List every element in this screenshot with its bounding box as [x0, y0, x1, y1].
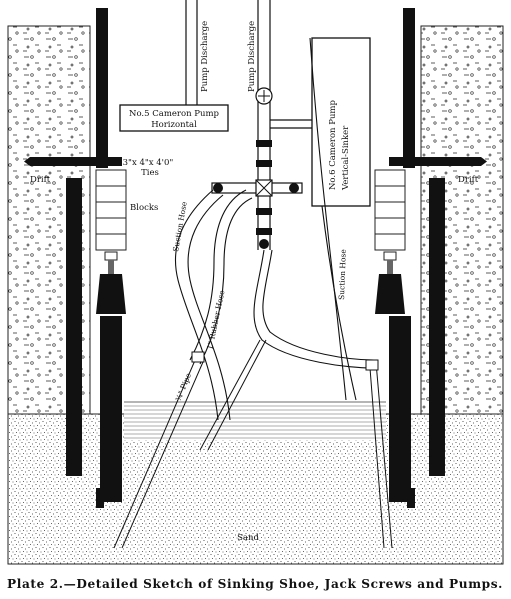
left-tie-beam [24, 157, 122, 166]
label-no5-line1: No.5 Cameron Pump [129, 109, 219, 119]
plate-caption: Plate 2.—Detailed Sketch of Sinking Shoe… [7, 577, 503, 591]
right-tie-beam [389, 157, 487, 166]
label-suction-hose-left: Suction Hose [171, 200, 189, 252]
connecting-pipe [270, 119, 312, 129]
no6-pump-box [311, 37, 371, 207]
label-suction-hose-right: Suction Hose [337, 249, 348, 300]
label-pump-discharge-left: Pump Discharge [200, 21, 210, 92]
label-drift-right: Drift [458, 175, 479, 185]
water-pool [124, 400, 386, 440]
right-suction-hose [253, 37, 375, 401]
valve-top [255, 87, 273, 105]
rubber-hose [189, 189, 253, 365]
right-shaft-wall [389, 8, 445, 508]
left-jack-screw [96, 251, 126, 314]
label-no5-line2: Horizontal [151, 120, 197, 130]
left-blocks [95, 169, 127, 251]
label-ties-size: 3"x 4"x 4'0" [123, 158, 174, 168]
label-ties: Ties [141, 168, 159, 178]
right-jack-screw [375, 251, 405, 314]
right-blocks [374, 169, 406, 251]
left-shaft-wall [66, 8, 122, 508]
label-drift-left: Drift [30, 175, 51, 185]
left-suction-hose [174, 189, 231, 421]
label-no6-line2: Vertical-Sinker [341, 125, 351, 191]
label-sand: Sand [237, 533, 259, 543]
label-pump-discharge-right: Pump Discharge [247, 21, 257, 92]
label-no6-line1: No.6 Cameron Pump [328, 100, 338, 190]
label-rubber-hose: 1" Rubber Hose [205, 289, 226, 351]
label-blocks: Blocks [130, 203, 158, 213]
pipe-fittings [256, 140, 272, 249]
label-pipe: ¾" Pipe [174, 371, 194, 403]
manifold-horizontal [211, 179, 303, 197]
pipe-into-sand [113, 339, 393, 549]
left-discharge-pipe [185, 0, 198, 108]
no5-pump-box [119, 104, 229, 132]
